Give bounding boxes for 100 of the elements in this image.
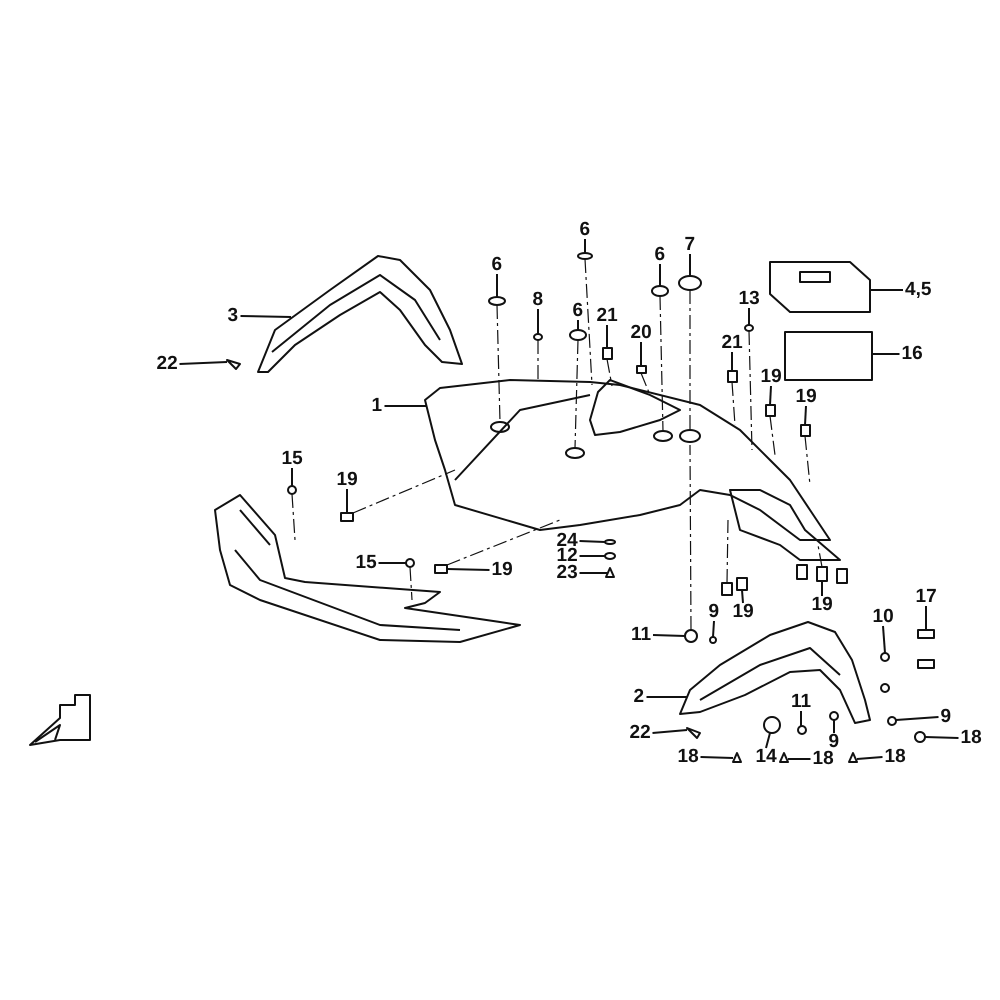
leader-line (856, 756, 883, 760)
leader-line (769, 386, 772, 406)
clip-drawing (340, 512, 354, 522)
leader-line (896, 716, 939, 721)
callout-number: 22 (156, 354, 178, 374)
leader-line (346, 489, 348, 513)
assembly-line (769, 416, 776, 456)
callout-number: 19 (812, 595, 833, 615)
callout-number: 18 (812, 749, 834, 769)
callout-number: 22 (630, 723, 651, 743)
washer-drawing (744, 324, 754, 332)
front-bumper-drawing (214, 494, 521, 643)
screw-drawing (732, 752, 742, 763)
rear-fender-drawing (257, 255, 463, 373)
clip-drawing (721, 577, 748, 596)
washer-drawing (797, 725, 807, 735)
callout-number: 7 (684, 235, 696, 255)
assembly-line (689, 290, 691, 430)
decal-drawing (784, 331, 873, 381)
leader-line (833, 720, 835, 733)
leader-line (712, 620, 715, 638)
callout-number: 19 (732, 602, 754, 622)
screw-drawing (605, 567, 615, 578)
leader-line (446, 568, 490, 571)
leader-line (700, 756, 734, 759)
callout-number: 13 (738, 289, 760, 309)
assembly-line (606, 358, 613, 386)
leader-line (179, 361, 228, 365)
screw-drawing (686, 727, 701, 739)
callout-number: 18 (884, 747, 906, 767)
washer-drawing (887, 716, 897, 726)
leader-line (925, 606, 927, 630)
leader-line (640, 342, 642, 366)
leader-line (689, 254, 691, 276)
washer-drawing (604, 539, 616, 545)
callout-number: 8 (532, 290, 544, 310)
callout-number: 12 (556, 546, 578, 566)
callout-number: 9 (828, 732, 840, 752)
leader-line (378, 562, 406, 564)
leader-line (788, 758, 810, 760)
callout-number: 19 (492, 560, 513, 580)
callout-number: 19 (796, 387, 817, 407)
callout-number: 9 (940, 707, 952, 727)
callout-number: 15 (356, 553, 377, 573)
assembly-line (352, 469, 456, 514)
callout-number: 14 (756, 747, 777, 767)
screw-drawing (848, 752, 858, 763)
washer-drawing (651, 285, 669, 297)
assembly-line (748, 330, 753, 450)
leader-line (579, 540, 606, 543)
clip-drawing (727, 370, 738, 383)
leader-line (580, 572, 607, 574)
front-fender-drawing (679, 621, 871, 724)
leader-line (577, 320, 579, 330)
washer-drawing (880, 652, 890, 662)
assembly-line (584, 258, 593, 386)
washer-drawing (569, 329, 587, 341)
washer-drawing (709, 636, 717, 644)
grommet-drawing (763, 716, 781, 734)
leader-line (924, 736, 959, 739)
leader-line (652, 634, 686, 637)
callout-number: 1 (372, 396, 382, 416)
clip-drawing (800, 424, 811, 437)
washer-drawing (829, 711, 839, 721)
leader-line (606, 325, 608, 348)
callout-number: 17 (916, 587, 937, 607)
leader-line (537, 309, 539, 334)
callout-number: 11 (791, 692, 812, 712)
washer-drawing (287, 485, 297, 495)
leader-line (496, 274, 498, 297)
clip-drawing (765, 404, 776, 417)
leader-line (872, 353, 900, 355)
leader-line (741, 590, 744, 604)
callout-number: 11 (631, 625, 652, 645)
leader-line (646, 696, 687, 698)
leader-line (240, 315, 292, 318)
assembly-line (537, 340, 539, 382)
assembly-line (409, 566, 413, 600)
washer-drawing (488, 296, 506, 306)
callout-number: 2 (634, 687, 644, 707)
bolt-drawing (917, 629, 935, 639)
assembly-line (574, 340, 579, 448)
leader-line (804, 406, 807, 426)
callout-number: 19 (336, 470, 358, 490)
callout-number: 10 (872, 607, 894, 627)
leader-line (384, 405, 427, 407)
leader-line (652, 729, 688, 734)
leader-line (748, 308, 750, 325)
callout-number: 6 (580, 220, 590, 240)
clip-drawing (602, 347, 613, 360)
assembly-line (726, 520, 729, 584)
assembly-line (659, 296, 664, 432)
leader-line (731, 352, 733, 371)
clip-drawing (636, 365, 647, 374)
assembly-line (689, 445, 692, 630)
assembly-line (291, 494, 296, 540)
callout-number: 19 (760, 367, 782, 387)
leader-line (291, 468, 293, 486)
callout-number: 3 (228, 306, 238, 326)
washer-drawing (533, 333, 543, 341)
